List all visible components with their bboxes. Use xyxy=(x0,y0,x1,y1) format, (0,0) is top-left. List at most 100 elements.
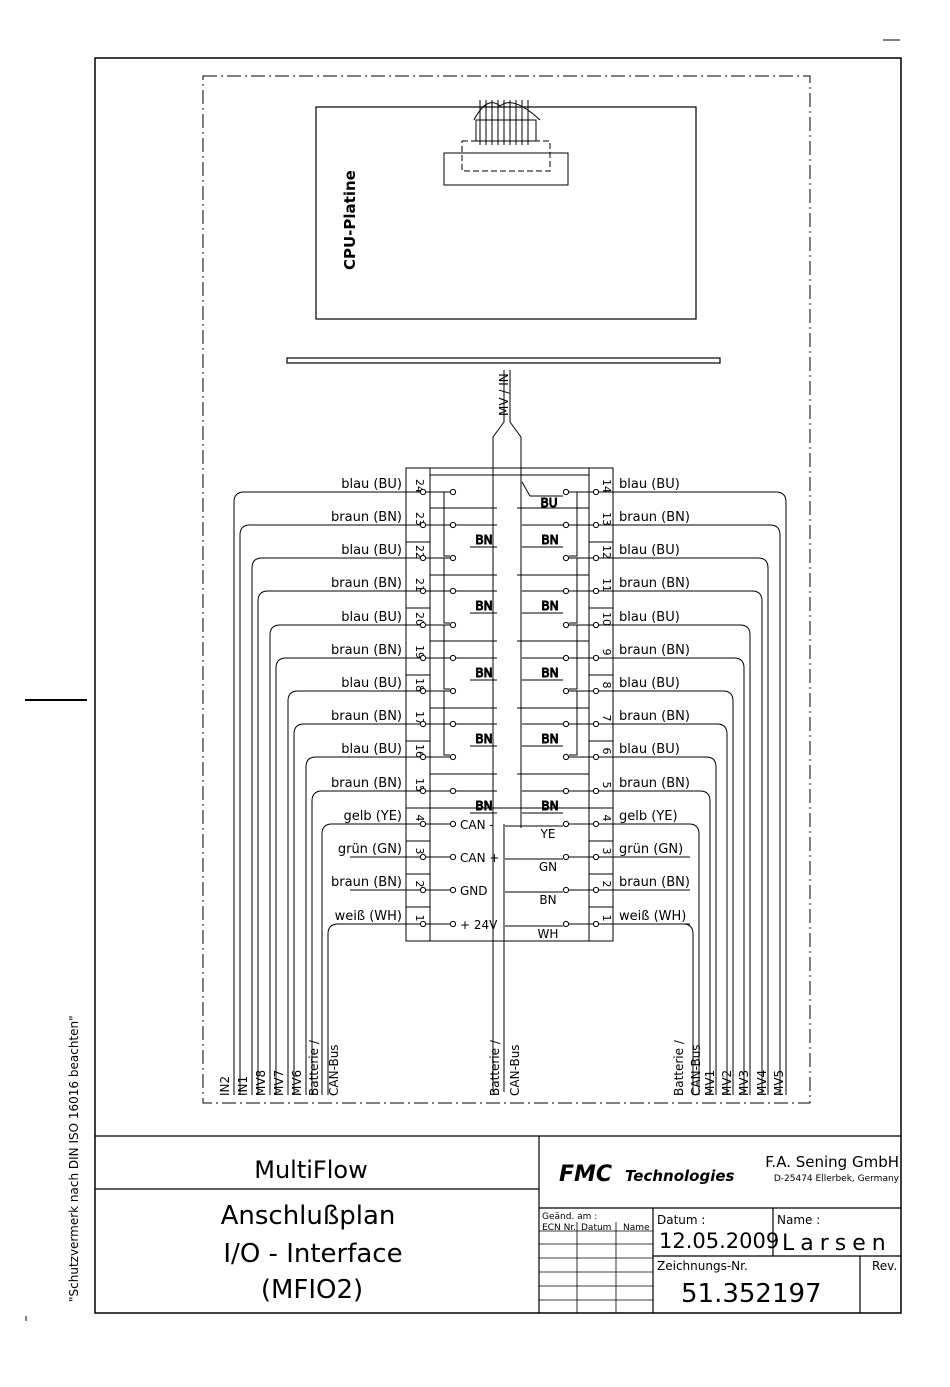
right-cable-inner xyxy=(690,790,711,1095)
revision-header-date: Datum xyxy=(581,1223,611,1233)
revision-header-ecn: ECN Nr. xyxy=(542,1223,576,1233)
terminal-right xyxy=(592,920,600,928)
right-pin-number: 6 xyxy=(600,748,613,755)
product-name: MultiFlow xyxy=(254,1156,367,1184)
right-pin-label: braun (BN) xyxy=(619,643,690,658)
terminal-left xyxy=(419,687,427,695)
terminal-right xyxy=(592,587,600,595)
left-pin-label: braun (BN) xyxy=(331,709,402,724)
right-pin-number: 3 xyxy=(600,848,613,855)
bridge-label-bn-left: BN xyxy=(475,666,492,680)
can-contact-right xyxy=(562,853,570,861)
terminal-left xyxy=(419,920,427,928)
right-pin-number: 1 xyxy=(600,915,613,922)
cable-label-left: CAN-Bus xyxy=(327,1044,341,1096)
right-pin-number: 2 xyxy=(600,881,613,888)
enclosure-outline xyxy=(202,75,811,1104)
right-pin-label: braun (BN) xyxy=(619,875,690,890)
bridge-label-bn-right: BN xyxy=(541,666,558,680)
left-pin-label: braun (BN) xyxy=(331,875,402,890)
field-cables xyxy=(233,491,787,1095)
left-pin-label: weiß (WH) xyxy=(335,909,402,924)
terminal-left xyxy=(419,654,427,662)
contact-left xyxy=(449,521,457,529)
cable-label-center: CAN-Bus xyxy=(508,1044,522,1096)
company-address: D-25474 Ellerbek, Germany xyxy=(774,1174,900,1184)
terminal-right xyxy=(592,820,600,828)
right-pin-label: braun (BN) xyxy=(619,776,690,791)
right-cable-inner xyxy=(690,590,763,1095)
right-pin-number: 12 xyxy=(600,545,613,559)
revision-label: Rev. xyxy=(872,1259,897,1273)
left-pin-label: blau (BU) xyxy=(341,610,402,625)
contact-right xyxy=(562,753,570,761)
terminal-right xyxy=(592,753,600,761)
left-cable-inner xyxy=(275,657,350,1095)
cable-label-center: Batterie / xyxy=(488,1039,502,1096)
cable-label-right: MV4 xyxy=(755,1070,769,1096)
bridge-label-bn-left: BN xyxy=(475,732,492,746)
left-cable-inner xyxy=(327,923,350,1095)
right-pin-number: 7 xyxy=(600,715,613,722)
can-signal-label: CAN - xyxy=(460,818,494,832)
bu-jumper-right xyxy=(569,625,578,690)
right-cable-outer xyxy=(688,823,700,1095)
bu-bridge xyxy=(521,481,563,497)
contact-left xyxy=(449,787,457,795)
title-line-1: Anschlußplan xyxy=(221,1201,396,1231)
revision-header-1: Geänd. am : xyxy=(542,1212,597,1222)
right-cable-outer xyxy=(690,756,717,1095)
right-pin-label: blau (BU) xyxy=(619,477,680,492)
terminal-left xyxy=(419,753,427,761)
can-wire-color: YE xyxy=(540,827,556,841)
cpu-board-label: CPU-Platine xyxy=(341,170,359,270)
right-pin-number: 9 xyxy=(600,649,613,656)
contact-left xyxy=(449,554,457,562)
right-pin-number: 8 xyxy=(600,682,613,689)
revision-header-name: Name xyxy=(623,1223,650,1233)
contact-left xyxy=(449,687,457,695)
right-pin-label: braun (BN) xyxy=(619,576,690,591)
contact-left xyxy=(449,720,457,728)
bridge-label-bn-right: BN xyxy=(541,599,558,613)
contact-right xyxy=(562,554,570,562)
can-signal-label: GND xyxy=(460,884,488,898)
bu-jumper-left xyxy=(443,625,450,690)
terminal-left xyxy=(419,521,427,529)
can-contact-right xyxy=(562,886,570,894)
bridge-label-bn-left: BN xyxy=(475,599,492,613)
contact-left xyxy=(449,753,457,761)
right-pin-label: blau (BU) xyxy=(619,676,680,691)
right-pin-number: 14 xyxy=(600,479,613,493)
left-cable-inner xyxy=(293,723,350,1095)
cable-label-right: Batterie / xyxy=(672,1039,686,1096)
left-cable-outer xyxy=(305,756,350,1095)
bridge-label-bu: BU xyxy=(540,496,557,510)
terminal-right xyxy=(592,554,600,562)
right-cable-inner xyxy=(690,524,781,1095)
right-pin-number: 10 xyxy=(600,612,613,626)
bu-jumper-right xyxy=(569,558,578,624)
bridge-label-bn-left: BN xyxy=(475,533,492,547)
terminal-left xyxy=(419,554,427,562)
left-pin-label: blau (BU) xyxy=(341,477,402,492)
name-label: Name : xyxy=(777,1213,820,1227)
title-line-3: (MFIO2) xyxy=(261,1275,363,1305)
cable-label-right: CAN-Bus xyxy=(689,1044,703,1096)
right-pin-label: braun (BN) xyxy=(619,709,690,724)
left-pin-number: 3 xyxy=(413,848,426,855)
left-cable-inner xyxy=(311,790,350,1095)
cable-label-left: IN2 xyxy=(218,1076,232,1096)
left-pin-label: gelb (YE) xyxy=(343,809,402,824)
right-pin-label: blau (BU) xyxy=(619,610,680,625)
right-pin-label: gelb (YE) xyxy=(619,809,678,824)
terminal-right xyxy=(592,654,600,662)
can-contact-left xyxy=(449,853,457,861)
right-pin-label: blau (BU) xyxy=(619,543,680,558)
contact-right xyxy=(562,621,570,629)
cable-label-right: MV1 xyxy=(703,1070,717,1096)
left-pin-label: braun (BN) xyxy=(331,776,402,791)
cable-label-left: MV7 xyxy=(272,1070,286,1096)
